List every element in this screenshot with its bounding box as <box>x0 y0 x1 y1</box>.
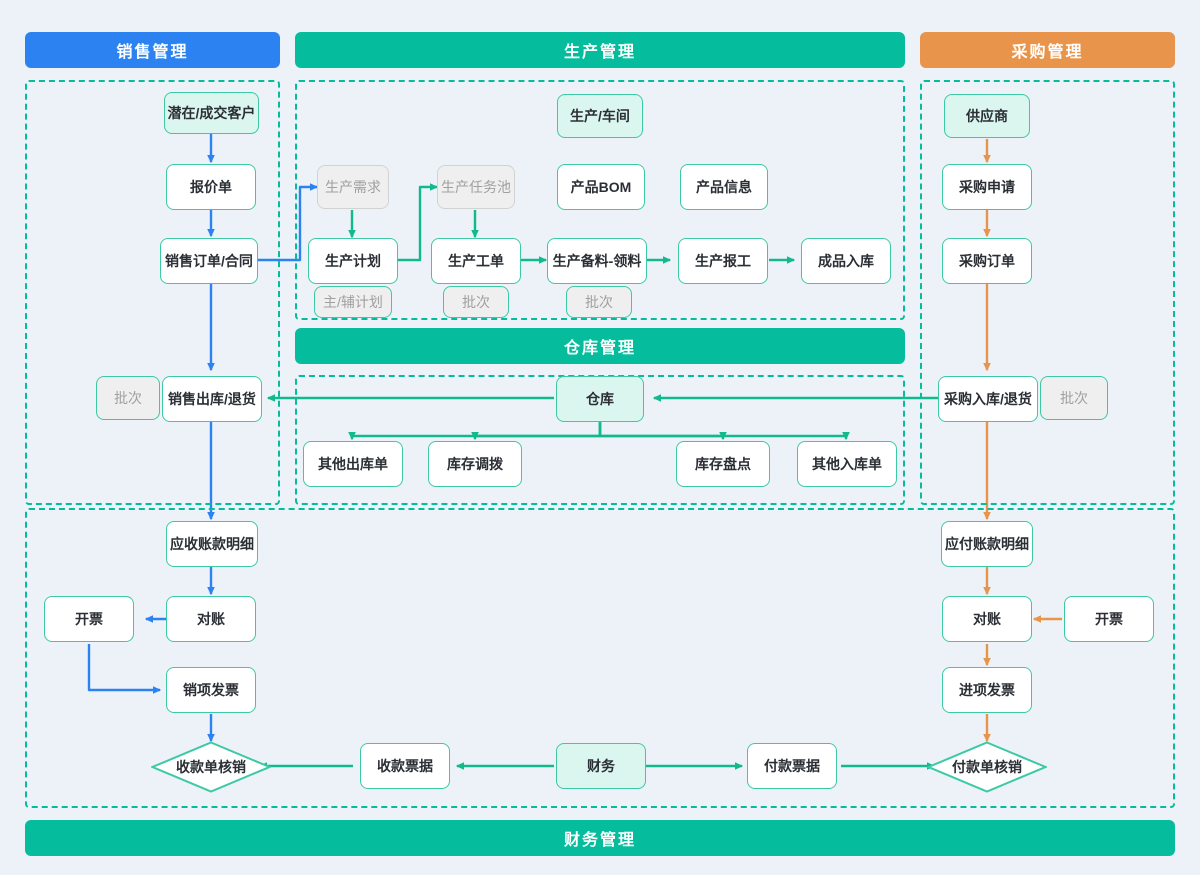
node-purchase-inbound[interactable]: 采购入库/退货 <box>938 376 1038 422</box>
node-production-work-order[interactable]: 生产工单 <box>431 238 521 284</box>
node-production-plan[interactable]: 生产计划 <box>308 238 398 284</box>
node-receipt-writeoff-label: 收款单核销 <box>176 758 246 775</box>
node-plan-tag: 主/辅计划 <box>314 286 392 318</box>
node-sales-order[interactable]: 销售订单/合同 <box>160 238 258 284</box>
node-sales-invoice-issue[interactable]: 开票 <box>44 596 134 642</box>
node-potential-customer[interactable]: 潜在/成交客户 <box>164 92 259 134</box>
node-other-inbound[interactable]: 其他入库单 <box>797 441 897 487</box>
node-output-invoice[interactable]: 销项发票 <box>166 667 256 713</box>
node-finished-goods-in[interactable]: 成品入库 <box>801 238 891 284</box>
node-stock-transfer[interactable]: 库存调拨 <box>428 441 522 487</box>
node-sales-batch-tag: 批次 <box>96 376 160 420</box>
node-payment-document[interactable]: 付款票据 <box>747 743 837 789</box>
section-bar-purchase: 采购管理 <box>920 32 1175 68</box>
node-finance-center[interactable]: 财务 <box>556 743 646 789</box>
node-payment-writeoff[interactable]: 付款单核销 <box>927 741 1047 793</box>
node-production-demand[interactable]: 生产需求 <box>317 165 389 209</box>
node-quotation[interactable]: 报价单 <box>166 164 256 210</box>
group-sales <box>25 80 280 505</box>
node-product-info[interactable]: 产品信息 <box>680 164 768 210</box>
node-stock-take[interactable]: 库存盘点 <box>676 441 770 487</box>
node-sales-outbound[interactable]: 销售出库/退货 <box>162 376 262 422</box>
group-purchase <box>920 80 1175 505</box>
group-production <box>295 80 905 320</box>
section-bar-warehouse: 仓库管理 <box>295 328 905 364</box>
section-bar-production: 生产管理 <box>295 32 905 68</box>
node-input-invoice[interactable]: 进项发票 <box>942 667 1032 713</box>
node-purchase-request[interactable]: 采购申请 <box>942 164 1032 210</box>
node-production-picking[interactable]: 生产备料-领料 <box>547 238 647 284</box>
node-receipt-writeoff[interactable]: 收款单核销 <box>151 741 271 793</box>
node-production-task-pool[interactable]: 生产任务池 <box>437 165 515 209</box>
diamond-shape <box>927 741 1047 793</box>
node-receivable-detail[interactable]: 应收账款明细 <box>166 521 258 567</box>
node-purchase-reconcile[interactable]: 对账 <box>942 596 1032 642</box>
node-product-bom[interactable]: 产品BOM <box>557 164 645 210</box>
group-finance <box>25 508 1175 808</box>
node-payable-detail[interactable]: 应付账款明细 <box>941 521 1033 567</box>
node-picking-batch-tag: 批次 <box>566 286 632 318</box>
section-bar-finance: 财务管理 <box>25 820 1175 856</box>
node-payment-writeoff-label: 付款单核销 <box>952 758 1022 775</box>
node-purchase-batch-tag: 批次 <box>1040 376 1108 420</box>
node-sales-reconcile[interactable]: 对账 <box>166 596 256 642</box>
diamond-shape <box>151 741 271 793</box>
node-work-order-batch-tag: 批次 <box>443 286 509 318</box>
section-bar-sales: 销售管理 <box>25 32 280 68</box>
node-receipt-document[interactable]: 收款票据 <box>360 743 450 789</box>
node-purchase-order[interactable]: 采购订单 <box>942 238 1032 284</box>
node-production-report[interactable]: 生产报工 <box>678 238 768 284</box>
node-warehouse-center[interactable]: 仓库 <box>556 376 644 422</box>
node-supplier[interactable]: 供应商 <box>944 94 1030 138</box>
node-production-workshop[interactable]: 生产/车间 <box>557 94 643 138</box>
node-other-outbound[interactable]: 其他出库单 <box>303 441 403 487</box>
node-purchase-invoice-issue[interactable]: 开票 <box>1064 596 1154 642</box>
